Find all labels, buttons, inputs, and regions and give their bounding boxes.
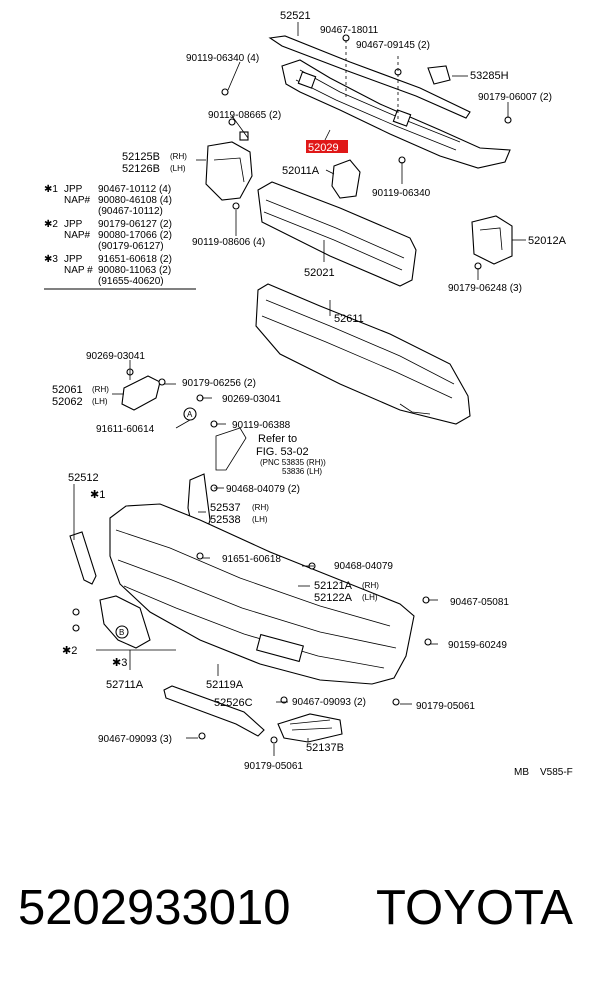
seal-strip-52521	[268, 35, 471, 119]
label-52538-side: (LH)	[252, 515, 268, 524]
label-52125B: 52125B	[122, 151, 160, 163]
legend-2-row-1-part: 90179-06127 (2)	[98, 219, 172, 230]
legend-2-row-3-part: (90179-06127)	[98, 241, 164, 252]
mark-b-circle	[115, 625, 129, 639]
label-90179-05061-b: 90179-05061	[244, 761, 303, 772]
label-90468-04079-a: 90468-04079 (2)	[226, 484, 300, 495]
bracket-52711A	[99, 595, 151, 649]
label-52062-side: (LH)	[92, 397, 108, 406]
legend-mark-3: ✱3	[44, 254, 58, 265]
label-90119-08606: 90119-08606 (4)	[192, 237, 265, 248]
grille-52137B	[277, 713, 343, 743]
bumper-cover-52119A	[109, 503, 415, 685]
legend-3-row-1-part: 91651-60618 (2)	[98, 254, 172, 265]
label-52122A: 52122A	[314, 592, 353, 604]
label-90269-03041-b: 90269-03041	[222, 394, 281, 405]
label-52062: 52062	[52, 396, 83, 408]
label-90119-08665: 90119-08665 (2)	[208, 110, 281, 121]
legend-mark-2: ✱2	[44, 219, 58, 230]
label-52521: 52521	[280, 10, 311, 22]
label-52537: 52537	[210, 502, 241, 514]
label-52119A: 52119A	[206, 679, 244, 691]
legend-1-row-2-code: NAP#	[64, 195, 91, 206]
legend-3-row-2-code: NAP #	[64, 265, 93, 276]
refer-text-2: FIG. 53-02	[256, 446, 309, 458]
mark-star-2: ✱2	[62, 645, 77, 657]
bracket-52125B	[205, 141, 253, 201]
label-90468-04079-b: 90468-04079	[334, 561, 393, 572]
mark-a-circle	[183, 407, 197, 421]
refer-text-1: Refer to	[258, 433, 297, 445]
label-90159-60249: 90159-60249	[448, 640, 507, 651]
label-52122A-side: (LH)	[362, 593, 378, 602]
legend-1-row-2-part: 90080-46108 (4)	[98, 195, 172, 206]
label-90467-09093-3: 90467-09093 (3)	[98, 734, 172, 745]
label-91651-60618: 91651-60618	[222, 554, 281, 565]
label-90467-18011: 90467-18011	[320, 25, 379, 36]
highlight-52029	[306, 140, 348, 153]
bracket-52061	[121, 375, 161, 411]
label-mb: MB	[514, 767, 529, 778]
mark-star-1: ✱1	[90, 489, 105, 501]
label-52029: 52029	[308, 142, 339, 154]
label-52061-side: (RH)	[92, 385, 109, 394]
label-90119-06340-4: 90119-06340 (4)	[186, 53, 259, 64]
mark-star-3: ✱3	[112, 657, 127, 669]
label-90467-09145: 90467-09145 (2)	[356, 40, 430, 51]
legend-mark-1: ✱1	[44, 184, 58, 195]
side-strip-52512	[69, 531, 97, 585]
label-53285H: 53285H	[470, 70, 509, 82]
label-90467-09093-2: 90467-09093 (2)	[292, 697, 366, 708]
legend-3-row-2-part: 90080-11063 (2)	[98, 265, 171, 276]
legend: ✱1 JPP 90467-10112 (4) NAP# 90080-46108 …	[44, 184, 196, 290]
label-90467-05081: 90467-05081	[450, 597, 509, 608]
mark-b: B	[119, 628, 124, 637]
label-91611-60614: 91611-60614	[96, 424, 155, 435]
label-52125B-side: (RH)	[170, 152, 187, 161]
label-52137B: 52137B	[306, 742, 344, 754]
part-number-caption: 5202933010	[18, 881, 291, 935]
label-90119-06388: 90119-06388	[232, 420, 291, 431]
lower-strip-52526C	[163, 685, 265, 737]
label-52512: 52512	[68, 472, 99, 484]
label-52538: 52538	[210, 514, 241, 526]
label-90119-06340: 90119-06340	[372, 188, 431, 199]
label-52126B: 52126B	[122, 163, 160, 175]
label-52611: 52611	[334, 313, 364, 325]
label-52711A: 52711A	[106, 679, 144, 691]
bracket-52011A	[331, 159, 361, 199]
label-52012A: 52012A	[528, 235, 567, 247]
legend-1-row-1-part: 90467-10112 (4)	[98, 184, 171, 195]
label-52021: 52021	[304, 267, 335, 279]
legend-1-row-1-code: JPP	[64, 184, 83, 195]
legend-3-row-3-part: (91655-40620)	[98, 276, 164, 287]
label-90179-06248: 90179-06248 (3)	[448, 283, 522, 294]
legend-1-row-3-part: (90467-10112)	[98, 206, 163, 217]
mark-a: A	[187, 410, 193, 419]
legend-2-row-2-part: 90080-17066 (2)	[98, 230, 172, 241]
label-52126B-side: (LH)	[170, 164, 186, 173]
refer-text-4: 53836 (LH)	[282, 467, 322, 476]
label-90179-05061-r: 90179-05061	[416, 701, 475, 712]
legend-2-row-2-code: NAP#	[64, 230, 91, 241]
legend-2-row-1-code: JPP	[64, 219, 83, 230]
label-v585: V585-F	[540, 767, 573, 778]
label-52121A-side: (RH)	[362, 581, 379, 590]
label-90179-06256: 90179-06256 (2)	[182, 378, 256, 389]
clip-53285H	[427, 65, 451, 85]
label-90179-06007: 90179-06007 (2)	[478, 92, 552, 103]
bracket-52012A	[471, 215, 513, 265]
label-90269-03041-a: 90269-03041	[86, 351, 145, 362]
label-52526C: 52526C	[214, 697, 253, 709]
refer-text-3: (PNC 53835 (RH))	[260, 458, 326, 467]
absorber-52611	[255, 283, 471, 425]
legend-3-row-1-code: JPP	[64, 254, 83, 265]
label-52011A: 52011A	[282, 165, 320, 177]
bumper-reinforcement-52021	[257, 181, 417, 287]
label-52061: 52061	[52, 384, 83, 396]
label-52121A: 52121A	[314, 580, 353, 592]
brand-caption: TOYOTA	[376, 881, 573, 935]
label-52537-side: (RH)	[252, 503, 269, 512]
